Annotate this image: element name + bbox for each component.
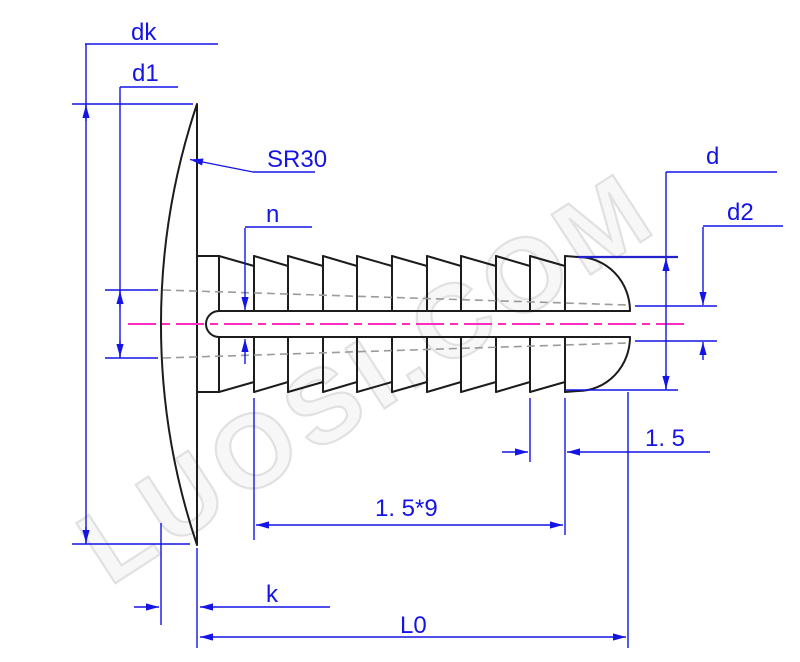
core-taper-top: [162, 289, 628, 306]
dim-label-sr30: SR30: [267, 146, 327, 173]
dimension-sr30: SR30: [189, 146, 327, 173]
dimension-pitch-series: 1. 5*9: [253, 398, 563, 540]
dim-label-pitch-series: 1. 5*9: [375, 495, 438, 522]
dim-label-n: n: [266, 201, 279, 228]
fin-slopes-top: [218, 255, 566, 267]
fin-faces-top: [218, 255, 566, 312]
core-taper-bottom: [162, 342, 628, 359]
dimension-l0: L0: [200, 392, 629, 648]
fin-slopes-bottom: [218, 381, 566, 393]
dim-label-d1: d1: [132, 60, 159, 87]
dim-label-dk: dk: [131, 19, 157, 46]
dim-label-d2: d2: [727, 199, 754, 226]
dim-label-k: k: [266, 581, 279, 608]
dimension-d2: d2: [635, 199, 783, 360]
tip-round-top: [564, 255, 631, 312]
dim-label-pitch: 1. 5: [645, 425, 685, 452]
dimension-d: d: [565, 143, 777, 391]
neck-edges: [196, 255, 220, 393]
dim-label-d: d: [706, 143, 719, 170]
head-dome-arc: [160, 103, 198, 546]
tip-round-bottom: [564, 336, 631, 393]
rivet-outline: [160, 103, 631, 546]
dim-label-l0: L0: [400, 612, 427, 639]
dimension-pitch: 1. 5: [502, 398, 710, 535]
center-slot: [205, 310, 631, 338]
dimension-d1: d1: [105, 60, 178, 359]
dimension-n: n: [241, 201, 312, 364]
dimension-dk: dk: [72, 19, 218, 545]
dimension-k: k: [134, 523, 330, 648]
fin-faces-bottom: [218, 336, 566, 393]
